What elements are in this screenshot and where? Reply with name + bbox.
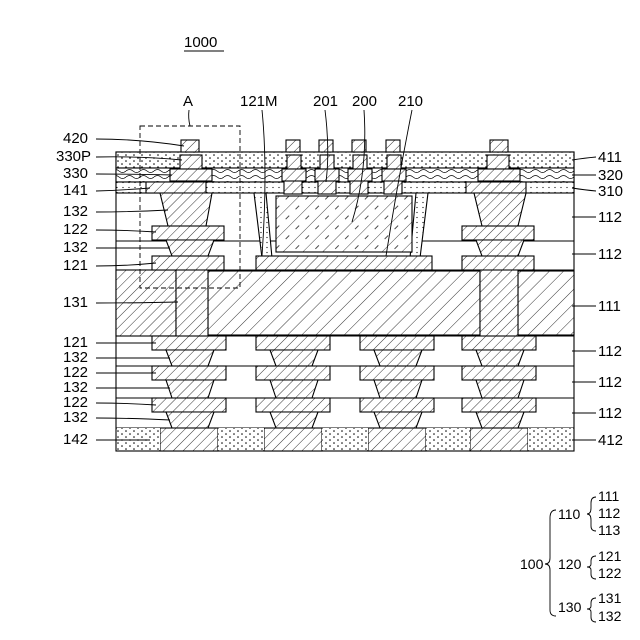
svg-text:122: 122 xyxy=(598,565,622,581)
svg-text:132: 132 xyxy=(63,239,88,256)
svg-text:420: 420 xyxy=(63,130,88,147)
svg-text:412: 412 xyxy=(598,432,623,449)
svg-text:112: 112 xyxy=(598,374,622,391)
svg-text:122: 122 xyxy=(63,221,88,238)
svg-text:113: 113 xyxy=(598,522,621,538)
svg-text:132: 132 xyxy=(63,203,88,220)
svg-text:131: 131 xyxy=(598,590,622,606)
svg-text:132: 132 xyxy=(598,608,622,624)
svg-text:411: 411 xyxy=(598,149,622,166)
svg-text:1000: 1000 xyxy=(184,34,217,51)
svg-text:210: 210 xyxy=(398,93,423,110)
svg-text:121: 121 xyxy=(63,257,88,274)
svg-text:132: 132 xyxy=(63,409,88,426)
svg-text:121: 121 xyxy=(598,548,622,564)
svg-text:320: 320 xyxy=(598,167,623,184)
svg-text:112: 112 xyxy=(598,209,622,226)
svg-text:112: 112 xyxy=(598,405,622,422)
svg-text:141: 141 xyxy=(63,182,88,199)
figure-number: 1000 xyxy=(184,34,224,51)
svg-text:120: 120 xyxy=(558,556,582,572)
svg-text:111: 111 xyxy=(598,488,619,504)
svg-text:112: 112 xyxy=(598,343,622,360)
svg-text:112: 112 xyxy=(598,246,622,263)
svg-text:110: 110 xyxy=(558,506,581,522)
pad-121M xyxy=(256,256,432,270)
core-layer-111 xyxy=(208,271,574,335)
svg-text:310: 310 xyxy=(598,183,623,200)
svg-text:330: 330 xyxy=(63,165,88,182)
top-bumps-420 xyxy=(181,140,508,152)
svg-text:130: 130 xyxy=(558,599,582,615)
svg-text:121M: 121M xyxy=(240,93,278,110)
svg-text:100: 100 xyxy=(520,556,544,572)
svg-text:131: 131 xyxy=(63,294,88,311)
through-via-131-right xyxy=(480,258,518,348)
svg-text:111: 111 xyxy=(598,298,621,315)
reference-legend: 100 110 111 112 113 120 121 122 130 131 … xyxy=(520,488,622,624)
detail-label: A xyxy=(183,93,193,126)
svg-text:A: A xyxy=(183,93,193,110)
svg-text:200: 200 xyxy=(352,93,377,110)
svg-text:142: 142 xyxy=(63,431,88,448)
svg-text:201: 201 xyxy=(313,93,338,110)
right-labels: 411 320 310 112 112 111 112 112 112 412 xyxy=(572,149,623,449)
svg-text:330P: 330P xyxy=(56,148,91,165)
svg-text:112: 112 xyxy=(598,505,621,521)
